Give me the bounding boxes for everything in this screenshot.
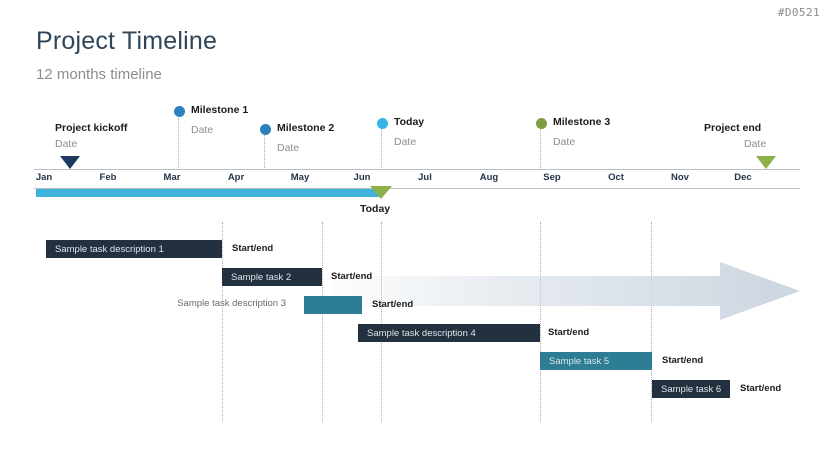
month-label-nov: Nov: [671, 172, 689, 183]
task-startend-3: Start/end: [372, 299, 414, 310]
marker-date-project-kickoff: Date: [55, 138, 78, 150]
month-label-may: May: [290, 172, 310, 183]
guide-line-task-c: [381, 222, 382, 422]
month-label-mar: Mar: [163, 172, 181, 183]
task-label-5: Sample task 5: [549, 355, 610, 367]
task-startend-2: Start/end: [331, 271, 373, 282]
month-label-sep: Sep: [543, 172, 561, 183]
milestone-1-dot-icon: [173, 106, 185, 117]
guide-line-today: [381, 124, 382, 170]
marker-date-milestone-1: Date: [191, 124, 214, 136]
marker-label-today: Today: [394, 116, 425, 128]
background-arrow-icon: [330, 262, 800, 320]
month-label-feb: Feb: [99, 172, 117, 183]
marker-label-project-kickoff: Project kickoff: [55, 122, 128, 134]
kickoff-triangle-icon: [60, 156, 80, 169]
month-label-jul: Jul: [418, 172, 432, 183]
task-bar-2[interactable]: Sample task 2: [222, 268, 322, 286]
today-dot-icon: [376, 118, 388, 129]
month-label-dec: Dec: [734, 172, 752, 183]
task-startend-5: Start/end: [662, 355, 704, 366]
month-label-oct: Oct: [608, 172, 624, 183]
guide-line-milestone3: [540, 124, 541, 170]
task-bar-6[interactable]: Sample task 6: [652, 380, 730, 398]
axis-line-top: [34, 169, 800, 170]
axis-line-bottom: [34, 188, 800, 189]
month-label-jun: Jun: [353, 172, 371, 183]
marker-date-project-end: Date: [744, 138, 767, 150]
task-startend-4: Start/end: [548, 327, 590, 338]
milestone-3-dot-icon: [535, 118, 547, 129]
task-label-6: Sample task 6: [661, 383, 722, 395]
progress-bar: [36, 189, 381, 197]
project-end-triangle-icon: [756, 156, 776, 169]
task-startend-6: Start/end: [740, 383, 782, 394]
today-axis-label: Today: [360, 203, 391, 215]
task-bar-3[interactable]: [304, 296, 362, 314]
task-label-3: Sample task description 3: [177, 298, 286, 309]
slide-code: #D0521: [777, 6, 820, 19]
month-label-aug: Aug: [479, 172, 499, 183]
guide-line-milestone2: [264, 130, 265, 170]
task-bar-5[interactable]: Sample task 5: [540, 352, 652, 370]
marker-date-milestone-2: Date: [277, 142, 300, 154]
task-startend-1: Start/end: [232, 243, 274, 254]
month-label-jan: Jan: [35, 172, 53, 183]
marker-date-milestone-3: Date: [553, 136, 576, 148]
today-triangle-icon: [370, 186, 392, 199]
guide-line-task-d: [540, 222, 541, 422]
marker-label-milestone-3: Milestone 3: [553, 116, 611, 128]
guide-line-milestone1: [178, 118, 179, 170]
task-bar-4[interactable]: Sample task description 4: [358, 324, 540, 342]
month-label-apr: Apr: [227, 172, 245, 183]
page-subtitle: 12 months timeline: [36, 66, 162, 83]
guide-line-task-e: [651, 222, 652, 422]
marker-date-today: Date: [394, 136, 417, 148]
task-label-4: Sample task description 4: [367, 327, 476, 339]
guide-line-task-a: [222, 222, 223, 422]
marker-label-project-end: Project end: [704, 122, 762, 134]
page-title: Project Timeline: [36, 27, 218, 55]
guide-line-task-b: [322, 222, 323, 422]
marker-label-milestone-2: Milestone 2: [277, 122, 335, 134]
milestone-2-dot-icon: [259, 124, 271, 135]
task-bar-1[interactable]: Sample task description 1: [46, 240, 222, 258]
marker-label-milestone-1: Milestone 1: [191, 104, 249, 116]
task-label-2: Sample task 2: [231, 271, 292, 283]
task-label-1: Sample task description 1: [55, 243, 164, 255]
